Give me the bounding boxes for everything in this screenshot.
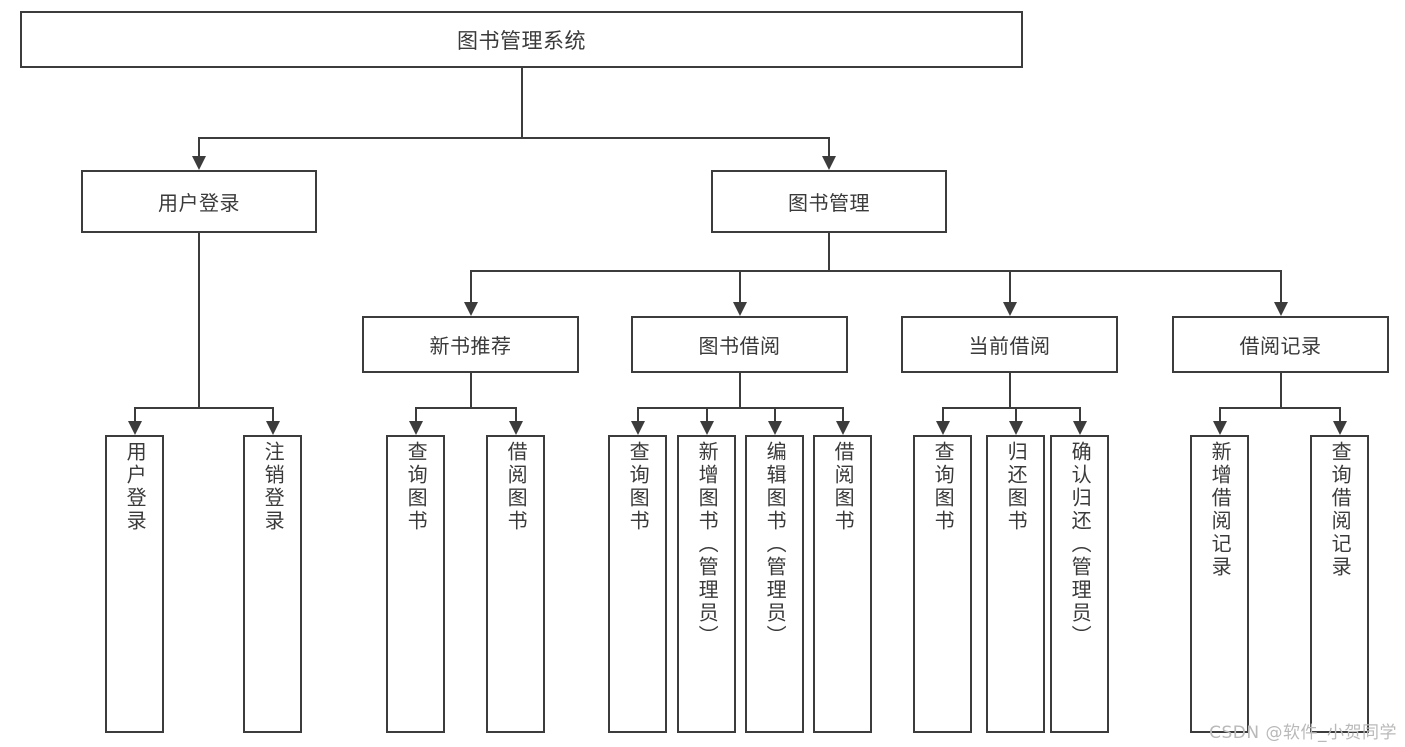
connector-vertical xyxy=(705,407,708,421)
arrowhead-icon xyxy=(732,302,747,316)
node-leaf-borrow-book-1-label: 借阅图书 xyxy=(504,441,529,533)
connector-vertical xyxy=(1078,407,1081,421)
node-book-manage-label: 图书管理 xyxy=(788,191,870,215)
connector-vertical xyxy=(133,407,136,421)
connector-horizontal xyxy=(199,137,829,139)
node-leaf-user-login-label: 用户登录 xyxy=(123,441,148,533)
node-leaf-confirm-return[interactable]: 确认归还（管理员） xyxy=(1050,435,1109,733)
node-leaf-add-book-label: 新增图书（管理员） xyxy=(695,441,720,648)
node-leaf-query-book-3[interactable]: 查询图书 xyxy=(913,435,972,733)
connector-vertical xyxy=(414,407,417,421)
node-leaf-add-book[interactable]: 新增图书（管理员） xyxy=(677,435,736,733)
connector-vertical xyxy=(514,407,517,421)
node-leaf-user-logout[interactable]: 注销登录 xyxy=(243,435,302,733)
node-borrow-record-label: 借阅记录 xyxy=(1239,334,1322,358)
connector-vertical xyxy=(941,407,944,421)
connector-vertical xyxy=(738,373,741,407)
connector-vertical xyxy=(841,407,844,421)
connector-vertical xyxy=(198,233,200,407)
node-current-borrow-label: 当前借阅 xyxy=(968,334,1051,358)
connector-horizontal xyxy=(942,407,1080,409)
connector-horizontal xyxy=(415,407,516,409)
node-leaf-query-record[interactable]: 查询借阅记录 xyxy=(1310,435,1369,733)
watermark: CSDN @软件_小贺同学 xyxy=(1209,723,1397,743)
connector-vertical xyxy=(469,373,472,407)
arrowhead-icon xyxy=(767,421,782,435)
node-leaf-borrow-book-2[interactable]: 借阅图书 xyxy=(813,435,872,733)
arrowhead-icon xyxy=(699,421,714,435)
arrowhead-icon xyxy=(1332,421,1347,435)
arrowhead-icon xyxy=(1212,421,1227,435)
node-leaf-borrow-book-2-label: 借阅图书 xyxy=(831,441,856,533)
arrowhead-icon xyxy=(508,421,523,435)
connector-vertical xyxy=(1279,373,1282,407)
node-user-login[interactable]: 用户登录 xyxy=(81,170,317,233)
node-leaf-user-login[interactable]: 用户登录 xyxy=(105,435,164,733)
node-leaf-user-logout-label: 注销登录 xyxy=(261,441,286,533)
node-root[interactable]: 图书管理系统 xyxy=(20,11,1023,68)
connector-vertical xyxy=(271,407,274,421)
connector-vertical xyxy=(828,137,830,156)
connector-vertical xyxy=(636,407,639,421)
connector-vertical xyxy=(1014,407,1017,421)
node-leaf-query-book-2-label: 查询图书 xyxy=(626,441,651,533)
connector-vertical xyxy=(1008,373,1011,407)
node-leaf-query-book-1-label: 查询图书 xyxy=(404,441,429,533)
connector-vertical xyxy=(738,270,741,302)
node-leaf-return-book-label: 归还图书 xyxy=(1004,441,1029,533)
arrowhead-icon xyxy=(408,421,423,435)
node-leaf-query-book-3-label: 查询图书 xyxy=(931,441,956,533)
node-leaf-edit-book-label: 编辑图书（管理员） xyxy=(763,441,788,648)
node-user-login-label: 用户登录 xyxy=(158,191,240,215)
node-current-borrow[interactable]: 当前借阅 xyxy=(901,316,1118,373)
arrowhead-icon xyxy=(822,156,836,170)
arrowhead-icon xyxy=(192,156,206,170)
connector-vertical xyxy=(1008,270,1011,302)
connector-vertical xyxy=(198,137,200,156)
arrowhead-icon xyxy=(265,421,280,435)
node-leaf-query-book-1[interactable]: 查询图书 xyxy=(386,435,445,733)
connector-vertical xyxy=(1279,270,1282,302)
connector-vertical xyxy=(1218,407,1221,421)
node-new-book-recommend-label: 新书推荐 xyxy=(429,334,512,358)
node-leaf-edit-book[interactable]: 编辑图书（管理员） xyxy=(745,435,804,733)
arrowhead-icon xyxy=(835,421,850,435)
connector-vertical xyxy=(1338,407,1341,421)
arrowhead-icon xyxy=(1273,302,1288,316)
connector-horizontal xyxy=(470,270,1281,272)
node-new-book-recommend[interactable]: 新书推荐 xyxy=(362,316,579,373)
node-book-borrow[interactable]: 图书借阅 xyxy=(631,316,848,373)
node-borrow-record[interactable]: 借阅记录 xyxy=(1172,316,1389,373)
node-leaf-borrow-book-1[interactable]: 借阅图书 xyxy=(486,435,545,733)
connector-vertical xyxy=(469,270,472,302)
arrowhead-icon xyxy=(127,421,142,435)
node-leaf-confirm-return-label: 确认归还（管理员） xyxy=(1068,441,1093,648)
arrowhead-icon xyxy=(1072,421,1087,435)
connector-horizontal xyxy=(1219,407,1340,409)
node-leaf-return-book[interactable]: 归还图书 xyxy=(986,435,1045,733)
connector-horizontal xyxy=(637,407,843,409)
arrowhead-icon xyxy=(1008,421,1023,435)
connector-horizontal xyxy=(134,407,273,409)
arrowhead-icon xyxy=(935,421,950,435)
connector-vertical xyxy=(773,407,776,421)
arrowhead-icon xyxy=(630,421,645,435)
arrowhead-icon xyxy=(1002,302,1017,316)
connector-vertical xyxy=(520,68,523,137)
node-leaf-query-record-label: 查询借阅记录 xyxy=(1328,441,1353,579)
connector-vertical xyxy=(828,233,830,270)
arrowhead-icon xyxy=(463,302,478,316)
node-leaf-query-book-2[interactable]: 查询图书 xyxy=(608,435,667,733)
node-book-borrow-label: 图书借阅 xyxy=(698,334,781,358)
node-book-manage[interactable]: 图书管理 xyxy=(711,170,947,233)
node-root-label: 图书管理系统 xyxy=(457,28,586,53)
node-leaf-add-record[interactable]: 新增借阅记录 xyxy=(1190,435,1249,733)
node-leaf-add-record-label: 新增借阅记录 xyxy=(1208,441,1233,579)
